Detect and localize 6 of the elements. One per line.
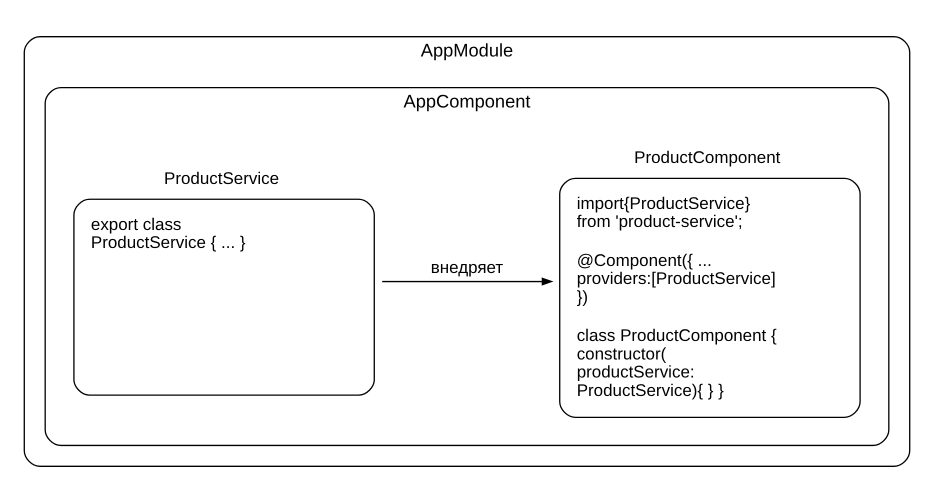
- node-box: export class ProductService { ... }: [73, 198, 375, 396]
- arrow: [382, 276, 554, 286]
- edge-label: внедряет: [430, 257, 504, 276]
- node-box: import{ProductService} from 'product-service'; @Component({ ... providers:[ProductService] }) class ProductComponent { constructor( productService: ProductService){ } }: [559, 177, 861, 418]
- node-label: ProductComponent: [634, 148, 780, 167]
- node-label: ProductService: [164, 168, 280, 188]
